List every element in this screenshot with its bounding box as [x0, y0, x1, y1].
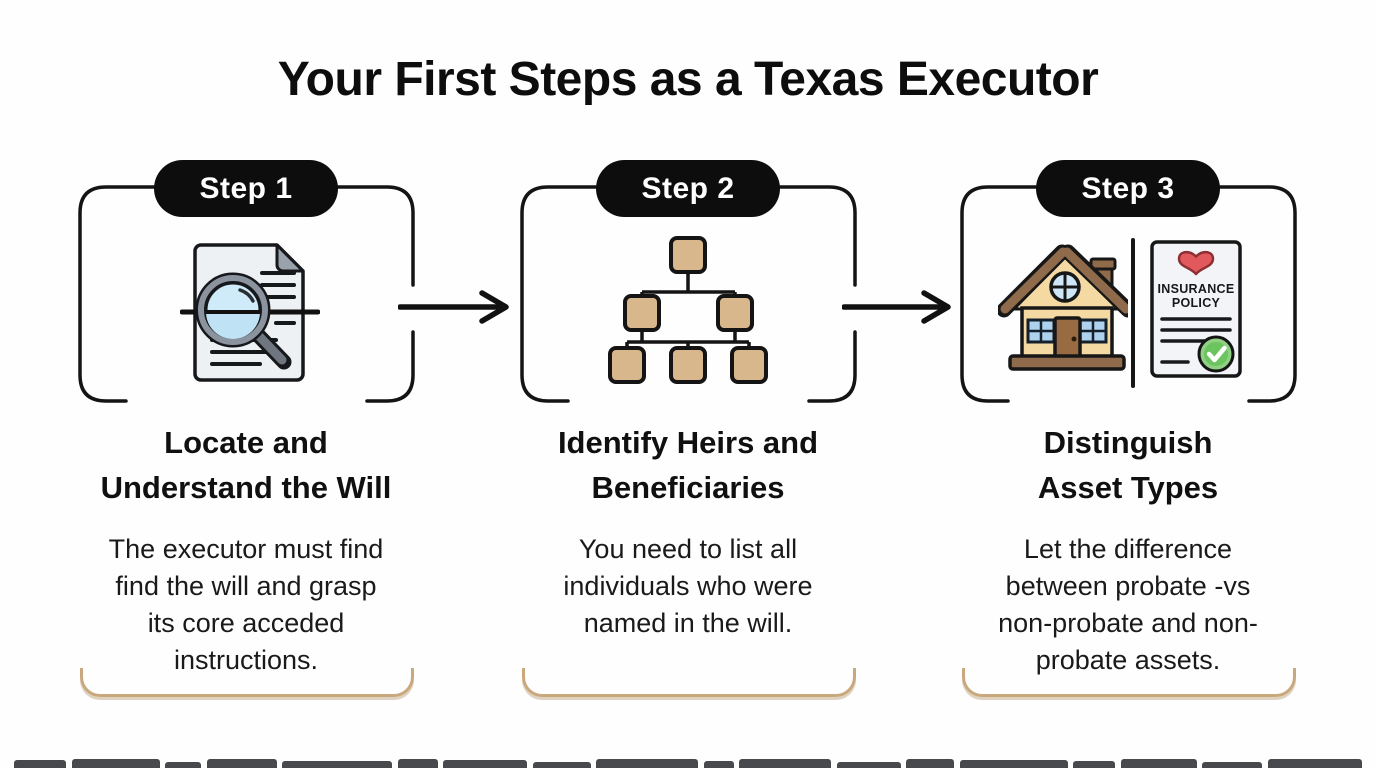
policy-title-line-1: INSURANCE — [1157, 282, 1234, 296]
step-heading: Distinguish Asset Types — [1037, 425, 1219, 505]
step-badge-label: Step 2 — [641, 171, 735, 205]
strip-segment — [596, 759, 699, 768]
policy-title-line-2: POLICY — [1172, 296, 1221, 310]
strip-segment — [703, 761, 734, 768]
step-badge-label: Step 3 — [1081, 171, 1175, 205]
strip-segment — [836, 762, 901, 768]
step-badge-3: Step 3 — [1036, 160, 1220, 217]
card-outline-step-1 — [78, 185, 415, 403]
strip-segment — [1202, 762, 1263, 768]
strip-segment — [71, 759, 160, 768]
strip-segment — [282, 761, 393, 768]
strip-segment — [397, 759, 438, 768]
underline-bracket — [522, 668, 856, 697]
insurance-policy-icon: INSURANCE POLICY — [1150, 240, 1242, 378]
divider-line — [1131, 238, 1135, 388]
strip-segment — [906, 759, 955, 768]
arrow-right-icon — [842, 290, 951, 324]
strip-segment — [532, 762, 591, 768]
underline-bracket — [80, 668, 414, 697]
step-badge-2: Step 2 — [596, 160, 780, 217]
strip-segment — [739, 759, 832, 768]
cutoff-content-strip — [0, 758, 1376, 768]
strip-segment — [443, 760, 528, 768]
family-tree-icon — [608, 236, 768, 384]
strip-segment — [206, 759, 277, 768]
step-description: You need to list all individuals who wer… — [563, 534, 813, 638]
strip-segment — [1267, 759, 1362, 768]
strip-segment — [165, 762, 202, 768]
arrow-right-icon — [398, 290, 509, 324]
document-magnifier-icon — [180, 243, 320, 382]
step-badge-1: Step 1 — [154, 160, 338, 217]
strip-segment — [1120, 759, 1197, 768]
step-description: Let the difference between probate -vs n… — [998, 534, 1258, 675]
page-title: Your First Steps as a Texas Executor — [277, 53, 1099, 106]
strip-segment — [1073, 761, 1116, 768]
house-icon — [998, 244, 1128, 371]
strip-segment — [959, 760, 1068, 768]
underline-bracket — [962, 668, 1296, 697]
step-heading: Locate and Understand the Will — [100, 425, 392, 505]
strip-segment — [14, 760, 66, 768]
step-description: The executor must find find the will and… — [108, 534, 384, 675]
card-outline-step-2 — [520, 185, 857, 403]
step-heading: Identify Heirs and Beneficiaries — [557, 425, 819, 505]
step-badge-label: Step 1 — [199, 171, 293, 205]
